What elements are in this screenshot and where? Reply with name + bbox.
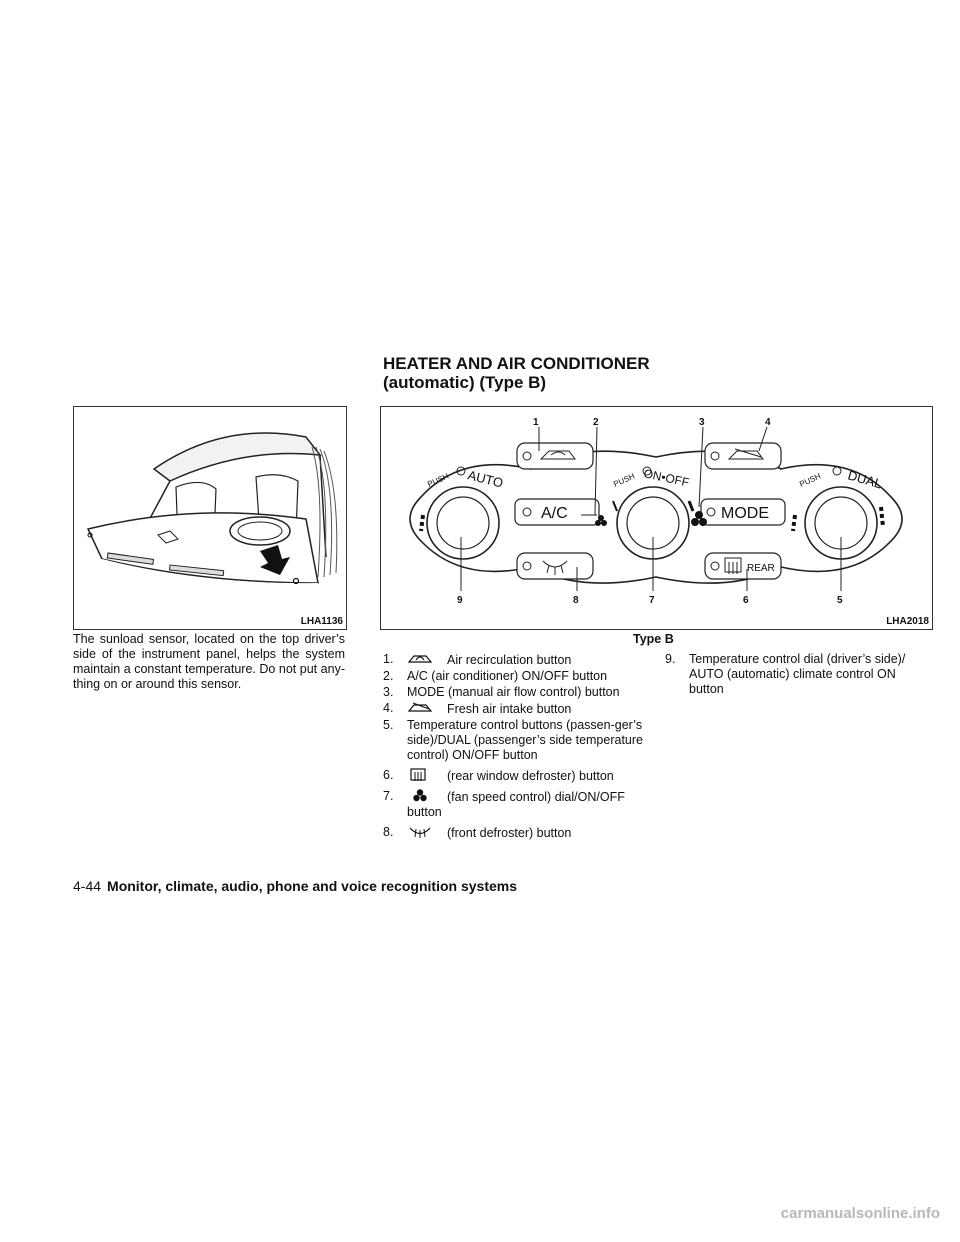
fan-small-icon [595, 515, 607, 526]
sunload-sensor-figure: LHA1136 [73, 406, 347, 630]
callout-5: 5 [837, 595, 843, 606]
figure-caption: Type B [633, 632, 674, 646]
watermark: carmanualsonline.info [780, 1205, 940, 1222]
air-recirculation-icon [407, 655, 433, 663]
chapter-title: Monitor, climate, audio, phone and voice… [107, 878, 517, 894]
callout-2: 2 [593, 417, 599, 428]
list-item: 5.Temperature control buttons (passen-ge… [383, 718, 643, 762]
figure-label-left: LHA1136 [300, 616, 343, 627]
rear-button-label: REAR [747, 563, 775, 574]
list-item: 9.Temperature control dial (driver’s sid… [665, 652, 906, 696]
section-heading-line2: (automatic) (Type B) [383, 373, 547, 392]
callout-4: 4 [765, 417, 771, 428]
control-panel-illustration: A/C MODE REAR PUSH AUTO PUSH ON•OFF [409, 417, 903, 606]
list-item: 7. (fan speed control) dial/ON/OFF butto… [383, 789, 625, 819]
mode-button-label: MODE [721, 505, 769, 522]
page-number: 4-44 [73, 878, 102, 894]
callout-7: 7 [649, 595, 655, 606]
section-heading: HEATER AND AIR CONDITIONER (automatic) (… [383, 354, 650, 392]
callout-6: 6 [743, 595, 749, 606]
list-item: 3.MODE (manual air flow control) button [383, 685, 620, 699]
component-list: 1. Air recirculation button 2.A/C (air c… [383, 652, 655, 846]
front-defroster-icon [409, 827, 431, 838]
page-footer: 4-44 Monitor, climate, audio, phone and v… [73, 878, 517, 894]
ac-button-label: A/C [541, 505, 568, 522]
callout-1: 1 [533, 417, 539, 428]
callout-8: 8 [573, 595, 579, 606]
fresh-air-icon [407, 702, 433, 712]
list-item: 6. (rear window defroster) button [383, 768, 614, 783]
rear-defroster-icon [410, 768, 426, 781]
list-item: 1. Air recirculation button [383, 652, 572, 667]
callout-3: 3 [699, 417, 705, 428]
dashboard-illustration [74, 432, 338, 629]
control-panel-figure: A/C MODE REAR PUSH AUTO PUSH ON•OFF [380, 406, 933, 630]
list-item: 2.A/C (air conditioner) ON/OFF button [383, 669, 608, 683]
list-item: 8. (front defroster) button [383, 825, 572, 840]
fan-icon [413, 789, 427, 802]
list-item: 4. Fresh air intake button [383, 701, 572, 716]
section-heading-line1: HEATER AND AIR CONDITIONER [383, 354, 650, 373]
sunload-sensor-paragraph: The sunload sensor, located on the top d… [73, 632, 345, 691]
component-list-continued: 9.Temperature control dial (driver’s sid… [665, 652, 931, 697]
figure-label-right: LHA2018 [886, 616, 929, 627]
fan-large-icon [691, 511, 707, 526]
callout-9: 9 [457, 595, 463, 606]
